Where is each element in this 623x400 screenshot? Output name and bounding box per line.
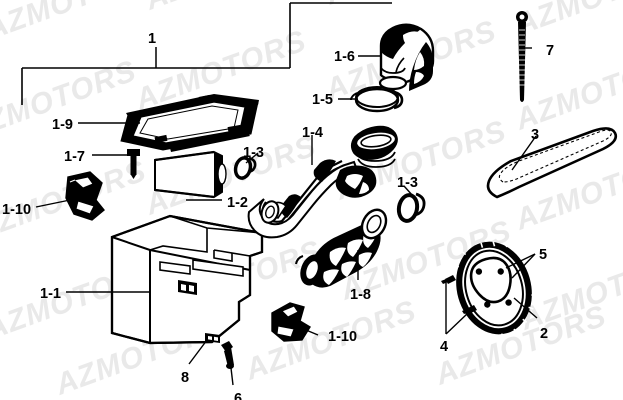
callout-label-clamp-ring: 1-5: [312, 92, 333, 108]
callout-label-drive-chain: 3: [531, 127, 540, 143]
callout-label-air-box-body: 1-1: [40, 286, 61, 302]
callout-label-sprocket-stud: 4: [440, 339, 449, 355]
callout-label-hose-clamp: 1-10: [2, 202, 32, 218]
leader-lines: [35, 47, 538, 386]
part-intake-manifold-boot: [295, 208, 388, 288]
callout-label-air-box-cover-gasket: 1-9: [52, 117, 73, 133]
part-bolt-1-7: [127, 149, 140, 179]
callout-label-intake-duct: 1-4: [302, 125, 323, 141]
part-air-filter-element: [154, 150, 227, 199]
part-air-box-body: [110, 214, 264, 345]
part-drive-chain: [486, 127, 618, 199]
part-clamp-ring-1-5: [350, 86, 404, 113]
callout-label-rear-sprocket: 2: [540, 326, 549, 342]
part-hose-clamp-bottom: [271, 302, 311, 342]
assembly-bracket-1: [21, 2, 392, 105]
part-cable-tie: [516, 11, 528, 102]
part-rear-sprocket: [450, 241, 537, 339]
callout-label-air-cleaner-assembly-bracket: 1: [148, 31, 157, 47]
part-clamp-1-3-right: [396, 192, 426, 223]
callout-label-air-intake-snorkel: 1-6: [334, 49, 355, 65]
callout-label-hose-clamp: 1-10: [328, 329, 358, 345]
callout-label-clamp: 1-3: [243, 145, 264, 161]
callout-label-air-filter-element: 1-2: [227, 195, 248, 211]
part-air-intake-snorkel: [378, 23, 435, 91]
callout-label-clamp: 1-3: [397, 175, 418, 191]
part-intake-duct: [247, 125, 398, 239]
callout-label-bolt: 6: [234, 391, 243, 400]
callout-label-sprocket-bolt-nut: 5: [539, 247, 548, 263]
part-hose-clamp-upper: [65, 171, 105, 221]
part-bolt-6: [221, 341, 234, 369]
callout-label-bolt: 1-7: [64, 149, 85, 165]
callout-label-grommet: 8: [181, 370, 190, 386]
callout-label-intake-manifold-boot: 1-8: [350, 287, 371, 303]
part-air-box-cover-gasket: [120, 94, 259, 152]
callout-label-cable-tie: 7: [546, 43, 555, 59]
